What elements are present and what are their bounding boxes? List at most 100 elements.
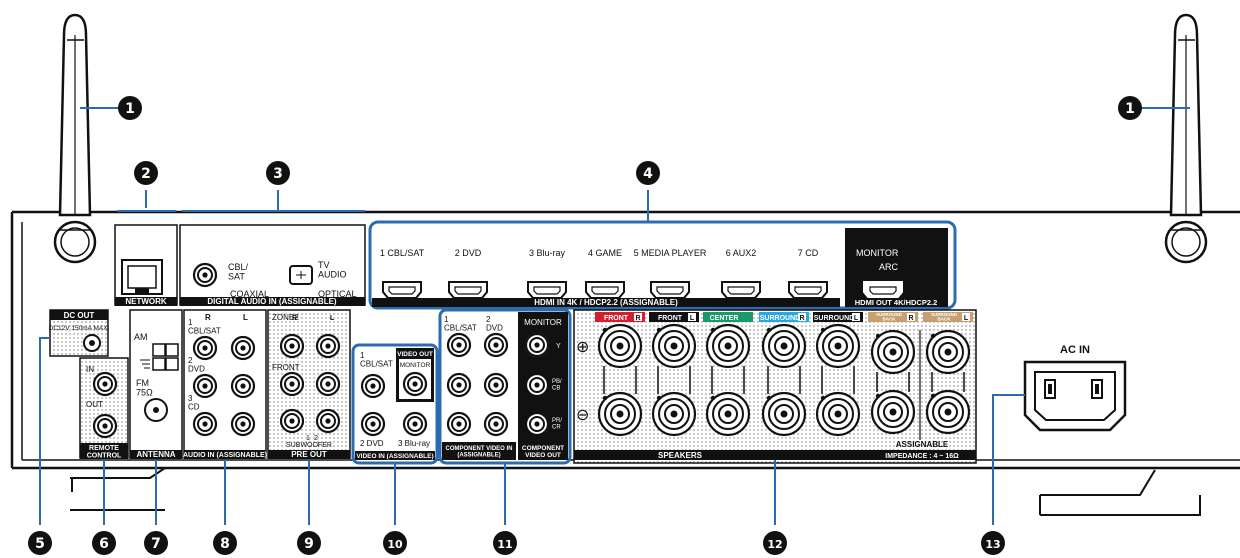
audio-in-1-r-jack[interactable]	[192, 335, 218, 361]
callout-8-badge	[213, 531, 237, 555]
pre-out-l-label: L	[330, 315, 335, 322]
hdmi-in-4-port[interactable]	[585, 281, 625, 299]
callout-1: 1	[118, 96, 142, 120]
component-in-2-pr-jack[interactable]	[483, 411, 509, 437]
component-in-1-y-jack[interactable]	[446, 332, 472, 358]
audio-in-2-r-jack[interactable]	[192, 373, 218, 399]
speaker-channel-2-plus-terminal[interactable]	[651, 323, 697, 369]
front-r-jack[interactable]	[279, 371, 305, 397]
hdmi-in-1-label: 1 CBL/SAT	[380, 248, 425, 258]
pre-out-label: PRE OUT	[291, 450, 327, 459]
dc-out-section: DC OUT DC12V 150mA MAX.	[39, 309, 110, 525]
antenna-left	[53, 13, 97, 264]
audio-in-2-l-jack[interactable]	[230, 373, 256, 399]
component-in-2-y-jack[interactable]	[483, 332, 509, 358]
hdmi-in-3-port[interactable]	[527, 281, 567, 299]
zone2-l-jack[interactable]	[315, 333, 341, 359]
hdmi-out-monitor-label: MONITOR	[856, 248, 899, 258]
speaker-channel-6-minus-terminal[interactable]	[870, 389, 916, 435]
audio-in-3-r-jack[interactable]	[192, 411, 218, 437]
video-in-2-jack[interactable]	[360, 411, 386, 437]
am-terminal-1[interactable]	[152, 343, 166, 357]
speaker-channel-1-minus-terminal[interactable]	[597, 391, 643, 437]
speaker-channel-7-plus-terminal[interactable]	[925, 329, 971, 375]
component-out-y-jack[interactable]	[524, 332, 550, 358]
audio-in-3-l-jack[interactable]	[230, 411, 256, 437]
zone2-r-jack[interactable]	[279, 333, 305, 359]
speaker-channel-7-tag	[923, 312, 973, 322]
remote-in-jack[interactable]	[92, 371, 118, 397]
hdmi-in-3-label: 3 Blu-ray	[529, 248, 566, 258]
callout-11-badge	[493, 531, 517, 555]
callout-7-badge	[144, 531, 168, 555]
audio-in-1-l-jack[interactable]	[230, 335, 256, 361]
speaker-channel-3-minus-terminal[interactable]	[705, 391, 751, 437]
callout-9-number: 9	[304, 536, 314, 552]
speaker-channel-6-plus-terminal[interactable]	[870, 329, 916, 375]
hdmi-in-1-port[interactable]	[382, 281, 422, 299]
video-in-3-jack[interactable]	[402, 411, 428, 437]
hdmi-out-port[interactable]	[863, 281, 903, 299]
callout-13: 13	[981, 531, 1005, 555]
speaker-channel-7-side: L	[964, 315, 969, 322]
front-l-jack[interactable]	[315, 371, 341, 397]
subwoofer-1-jack[interactable]	[279, 408, 305, 434]
speaker-channel-4-minus-terminal[interactable]	[761, 391, 807, 437]
video-in-1-jack[interactable]	[360, 373, 386, 399]
component-in-2-pb-jack[interactable]	[483, 372, 509, 398]
component-in-1-pr-jack[interactable]	[446, 411, 472, 437]
hdmi-out-arc-label: ARC	[879, 262, 899, 272]
speaker-channel-1-plus-terminal[interactable]	[597, 323, 643, 369]
hdmi-in-6-port[interactable]	[721, 281, 761, 299]
callout-3-badge	[266, 161, 290, 185]
component-out-pr-jack[interactable]	[524, 411, 550, 437]
component-out-pb-jack[interactable]	[524, 372, 550, 398]
video-out-label: VIDEO OUT	[397, 351, 433, 358]
hdmi-in-6-label: 6 AUX2	[726, 248, 757, 258]
audio-in-r-label: R	[205, 313, 211, 322]
component-in-label: COMPONENT VIDEO IN(ASSIGNABLE)	[445, 446, 512, 458]
callout-8-number: 8	[220, 536, 230, 552]
component-in-1-pb-jack[interactable]	[446, 372, 472, 398]
remote-in-label: IN	[86, 365, 94, 374]
ac-in-section: AC IN	[992, 344, 1127, 525]
callout-1-number: 1	[125, 101, 135, 117]
callout-1-badge	[1118, 96, 1142, 120]
remote-out-jack[interactable]	[92, 413, 118, 439]
video-out-monitor-jack[interactable]	[402, 371, 428, 397]
speaker-channel-3-plus-terminal[interactable]	[705, 323, 751, 369]
impedance-label: IMPEDANCE : 4 ~ 16Ω	[885, 453, 959, 460]
speaker-channel-4-plus-terminal[interactable]	[761, 323, 807, 369]
speaker-channel-4-name: SURROUND	[760, 315, 800, 322]
speaker-plus-symbol: ⊕	[576, 339, 589, 356]
am-terminal-2[interactable]	[165, 343, 179, 357]
subwoofer-2-jack[interactable]	[315, 408, 341, 434]
audio-in-label: AUDIO IN (ASSIGNABLE)	[183, 452, 267, 459]
network-label: NETWORK	[125, 297, 167, 306]
hdmi-in-5-port[interactable]	[650, 281, 690, 299]
hdmi-in-2-port[interactable]	[448, 281, 488, 299]
speaker-channel-1-name: FRONT	[604, 315, 629, 322]
callout-1: 1	[1118, 96, 1142, 120]
coaxial-jack[interactable]	[192, 262, 218, 288]
speaker-channel-5-minus-terminal[interactable]	[815, 391, 861, 437]
hdmi-in-7-port[interactable]	[788, 281, 828, 299]
speaker-channel-5-plus-terminal[interactable]	[815, 323, 861, 369]
callout-10: 10	[383, 531, 407, 555]
callout-11-number: 11	[497, 538, 512, 551]
coaxial-source-label: CBL/SAT	[228, 262, 249, 282]
network-section: NETWORK	[114, 190, 178, 306]
speaker-channel-2-minus-terminal[interactable]	[651, 391, 697, 437]
dc-out-title: DC OUT	[64, 311, 95, 320]
speaker-channel-7-minus-terminal[interactable]	[925, 389, 971, 435]
